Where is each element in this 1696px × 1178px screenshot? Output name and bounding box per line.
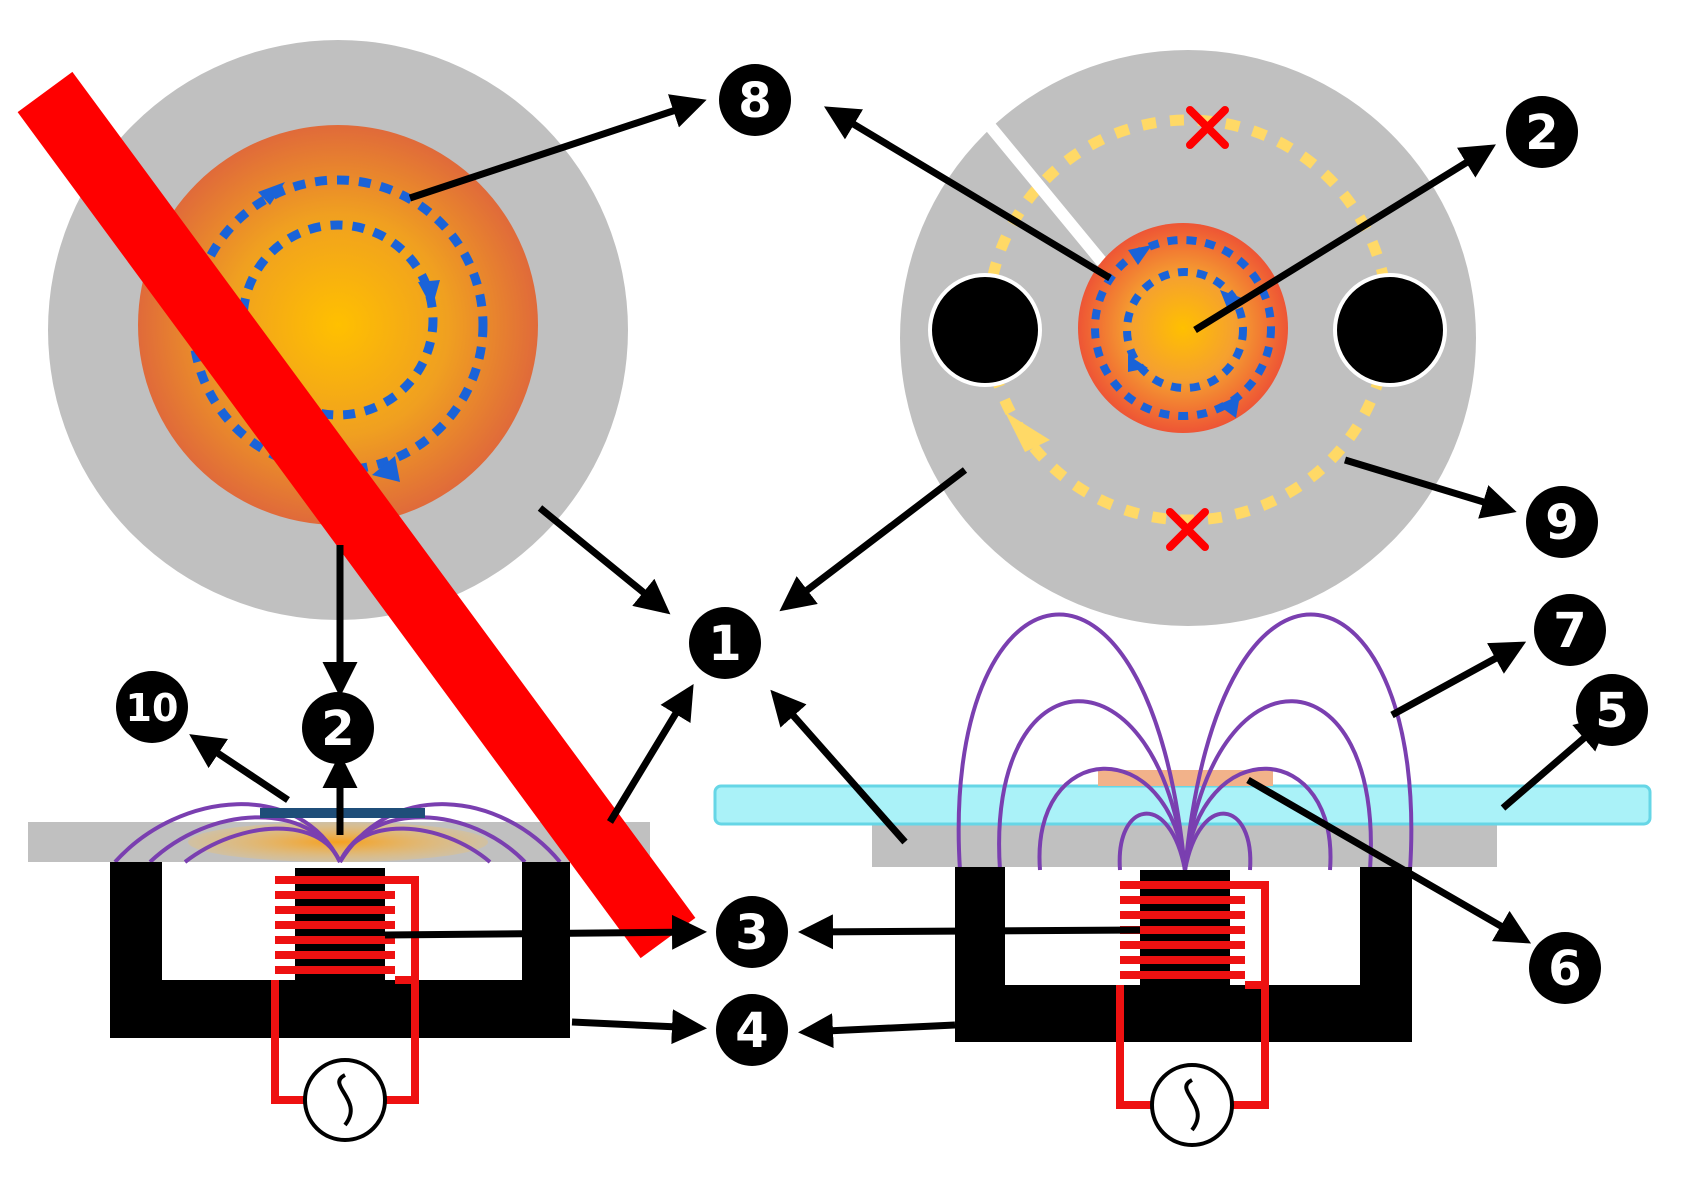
label-5-text: 5 bbox=[1595, 683, 1628, 739]
label-8: 8 bbox=[719, 64, 791, 136]
arrow-icon bbox=[607, 684, 694, 824]
label-3: 3 bbox=[716, 896, 788, 968]
coil-left bbox=[271, 876, 419, 1104]
hole-left bbox=[928, 273, 1042, 387]
heat-zone-left bbox=[188, 822, 488, 862]
arrow-icon bbox=[189, 734, 290, 803]
arrow-icon bbox=[798, 1013, 956, 1049]
arrow-icon bbox=[823, 106, 1112, 282]
label-10-text: 10 bbox=[126, 686, 179, 730]
label-4: 4 bbox=[716, 994, 788, 1066]
label-6: 6 bbox=[1529, 932, 1601, 1004]
label-9-text: 9 bbox=[1545, 495, 1578, 551]
coil-right bbox=[1116, 881, 1269, 1109]
eddy-current-inner-right bbox=[1123, 268, 1247, 392]
label-6-text: 6 bbox=[1548, 941, 1581, 997]
label-4-text: 4 bbox=[735, 1003, 768, 1059]
flux-arrowhead bbox=[1005, 412, 1050, 452]
bottom-left-assembly bbox=[28, 802, 650, 1142]
arrow-icon bbox=[1343, 456, 1517, 519]
label-2-bottom: 2 bbox=[302, 692, 374, 764]
label-7-text: 7 bbox=[1553, 603, 1586, 659]
field-lines-left bbox=[113, 802, 562, 864]
arrow-icon bbox=[384, 914, 707, 950]
label-1-text: 1 bbox=[708, 616, 741, 672]
top-left-disc bbox=[48, 40, 628, 620]
arrow-icon bbox=[537, 505, 671, 615]
label-3-text: 3 bbox=[735, 905, 768, 961]
cross-icon bbox=[1166, 508, 1209, 551]
label-2-top-text: 2 bbox=[1525, 105, 1558, 161]
eddy-arrowhead-r2 bbox=[1220, 290, 1242, 310]
arrow-icon bbox=[1193, 144, 1496, 333]
label-2-top: 2 bbox=[1506, 96, 1578, 168]
label-10: 10 bbox=[116, 671, 188, 743]
core-left bbox=[110, 862, 570, 1038]
ac-source-icon bbox=[303, 1058, 387, 1142]
label-2-bottom-text: 2 bbox=[321, 701, 354, 757]
arrow-icon bbox=[1390, 641, 1527, 719]
callout-arrows bbox=[189, 94, 1611, 1049]
cross-icon bbox=[1186, 106, 1229, 149]
heated-disc-right bbox=[1078, 223, 1288, 433]
eddy-arrowhead-r3 bbox=[1128, 355, 1148, 372]
label-9: 9 bbox=[1526, 486, 1598, 558]
eddy-current-outer-right bbox=[1091, 236, 1275, 420]
label-8-text: 8 bbox=[738, 73, 771, 129]
strike-bar bbox=[17, 71, 696, 959]
bottom-right-assembly bbox=[713, 612, 1652, 1147]
arrow-icon bbox=[1246, 776, 1532, 944]
field-lines-right bbox=[956, 612, 1414, 871]
arrow-icon bbox=[779, 467, 968, 612]
arrow-icon bbox=[798, 914, 1141, 950]
arrow-icon bbox=[408, 94, 707, 202]
core-right bbox=[955, 867, 1412, 1042]
eddy-arrowhead-r4 bbox=[1218, 395, 1240, 418]
eddy-arrowhead-r1 bbox=[1128, 245, 1152, 265]
label-5: 5 bbox=[1576, 674, 1648, 746]
eddy-arrowhead-2 bbox=[418, 280, 440, 308]
top-right-disc bbox=[900, 50, 1476, 626]
eddy-arrowhead-3 bbox=[372, 456, 400, 482]
ac-source-icon bbox=[1150, 1063, 1234, 1147]
eddy-arrowhead-1 bbox=[258, 182, 285, 205]
label-1: 1 bbox=[689, 607, 761, 679]
label-7: 7 bbox=[1534, 594, 1606, 666]
arrow-icon bbox=[770, 689, 908, 845]
arrow-icon bbox=[571, 1009, 707, 1045]
white-slot bbox=[970, 104, 1107, 266]
hole-right bbox=[1333, 273, 1447, 387]
